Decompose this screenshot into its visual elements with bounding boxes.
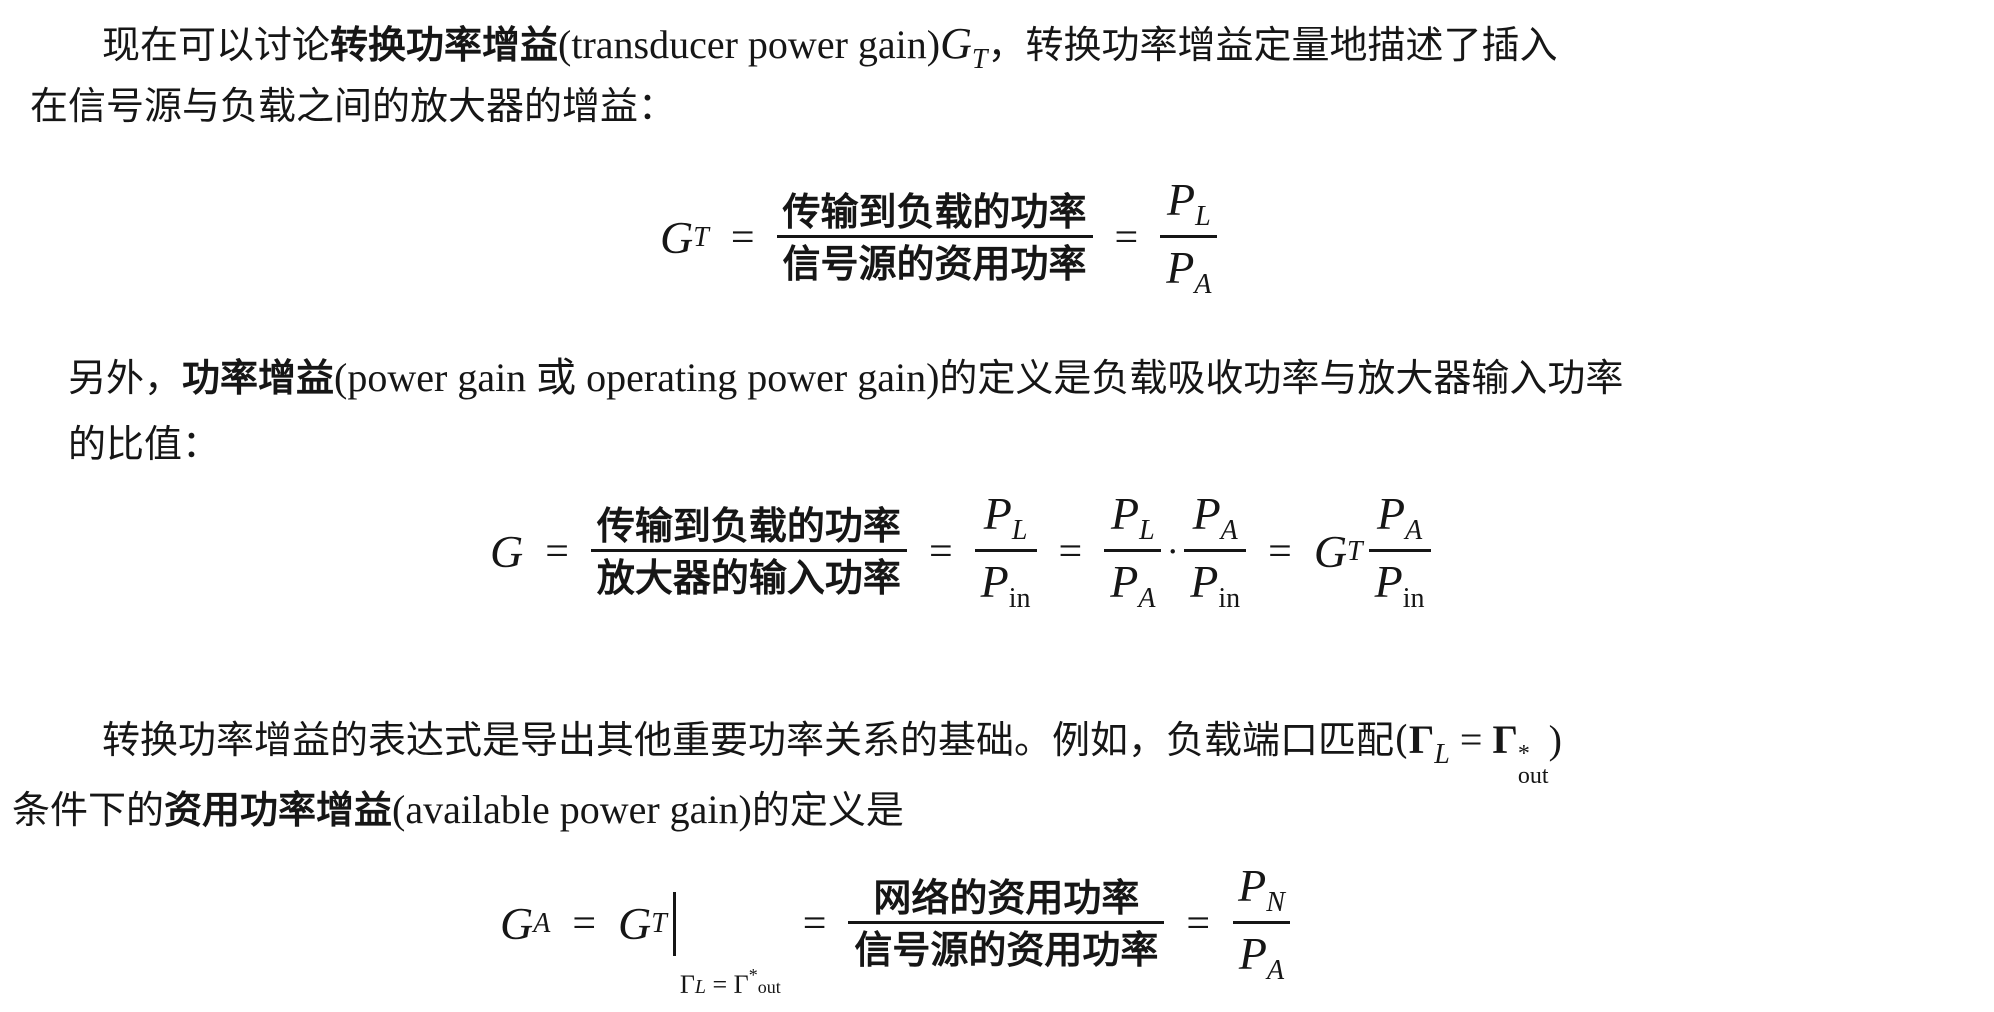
eq2-f2-den: P: [1110, 556, 1139, 608]
eq2-f1-den-sub: in: [1008, 583, 1031, 615]
eq2-fraction-pa-pin: PA Pin: [1184, 488, 1247, 615]
eq2-f3-num: P: [1192, 488, 1221, 539]
paragraph-2-line-2: 的比值：: [68, 420, 220, 468]
eq2-f3-den-sub: in: [1218, 583, 1241, 615]
eq2-f1-den: P: [980, 556, 1009, 608]
eq3-eval-eq: = Γ: [706, 969, 749, 999]
eq2-f4-num: P: [1376, 488, 1406, 539]
p3-gamma-out: Γ: [1492, 717, 1518, 762]
p2-english: (power gain 或 operating power gain): [334, 355, 940, 400]
p3-eq: =: [1449, 717, 1493, 762]
eq2-equals-3: =: [1058, 528, 1083, 575]
eq1-fraction-symbol: PL PA: [1160, 174, 1218, 301]
eq1-numerator: 传输到负载的功率: [782, 188, 1087, 234]
eq3-equals-1: =: [572, 900, 597, 947]
eq2-multiply-dot: ·: [1167, 531, 1179, 572]
eq3-numerator: 网络的资用功率: [873, 874, 1140, 920]
eq3-evaluation-condition: ΓL = Γ*out: [680, 965, 781, 1000]
p2-term: 功率增益: [182, 355, 335, 400]
eq3-equals-3: =: [1186, 900, 1211, 947]
eq3-equals-2: =: [802, 900, 827, 947]
eq3-eval-sub: out: [757, 976, 781, 997]
p3-post: 的定义是: [751, 788, 904, 832]
p2-pre: 另外，: [68, 356, 183, 400]
eq2-gt-sub: T: [1347, 535, 1363, 567]
eq2-f3-num-sub: A: [1220, 515, 1238, 546]
eq3-lhs-sub: A: [533, 907, 551, 939]
p3-term: 资用功率增益: [164, 787, 393, 832]
paragraph-2-line-1: 另外，功率增益(power gain 或 operating power gai…: [68, 354, 1623, 402]
p2-line2: 的比值：: [68, 422, 221, 466]
eq2-lhs: G: [490, 526, 524, 578]
eq3-lhs: G: [500, 898, 534, 950]
eq1-equals-1: =: [730, 214, 755, 261]
p3-line2-pre: 条件下的: [12, 788, 165, 832]
eq2-f4-num-sub: A: [1405, 515, 1423, 546]
eq2-f3-den: P: [1190, 556, 1219, 608]
eq2-f2-num: P: [1110, 488, 1140, 539]
paragraph-1-line-1: 现在可以讨论转换功率增益(transducer power gain)GT，转换…: [102, 20, 1557, 84]
eq2-fraction-pa-pin-2: PA Pin: [1368, 488, 1431, 615]
eq3-eval-sub-l: L: [694, 975, 706, 998]
eq2-equals-1: =: [545, 528, 569, 575]
eq1-pa: P: [1166, 242, 1195, 294]
eq2-denominator: 放大器的输入功率: [590, 549, 907, 598]
eq2-numerator: 传输到负载的功率: [596, 502, 901, 548]
eq2-equals-4: =: [1268, 528, 1292, 575]
p2-post: 的定义是负载吸收功率与放大器输入功率: [939, 356, 1624, 400]
p3-english: (available power gain): [392, 787, 752, 832]
paragraph-3-line-2: 条件下的资用功率增益(available power gain)的定义是: [12, 786, 904, 834]
p1-line2: 在信号源与负载之间的放大器的增益：: [30, 84, 677, 128]
p3-close: ): [1548, 717, 1562, 762]
eq3-pa: P: [1238, 928, 1267, 980]
eq1-denominator: 信号源的资用功率: [776, 235, 1093, 284]
eq2-fraction-text: 传输到负载的功率 放大器的输入功率: [590, 502, 907, 599]
eq3-eval-sup: *: [748, 964, 758, 985]
eq2-f4-den: P: [1374, 556, 1403, 608]
p1-post: ，转换功率增益定量地描述了插入: [987, 23, 1558, 67]
p3-gamma-l: Γ: [1408, 717, 1435, 762]
eq2-f1-num: P: [983, 488, 1012, 539]
p1-term: 转换功率增益: [330, 22, 559, 67]
p3-gamma-l-sub: L: [1434, 739, 1450, 770]
p1-pre: 现在可以讨论: [102, 23, 331, 67]
paragraph-1-line-2: 在信号源与负载之间的放大器的增益：: [30, 82, 676, 130]
eq2-f1-num-sub: L: [1011, 515, 1028, 546]
eq3-gt-sub: T: [651, 907, 667, 939]
p3-pre: 转换功率增益的表达式是导出其他重要功率关系的基础。例如，负载端口匹配(: [102, 718, 1409, 762]
p3-gamma-out-sub: out: [1517, 762, 1549, 789]
eq1-pl: P: [1166, 174, 1196, 225]
eq3-pn: P: [1238, 860, 1267, 911]
p1-symbol-sub: T: [971, 44, 988, 75]
eq1-lhs-sub: T: [693, 221, 709, 253]
paragraph-3-line-1: 转换功率增益的表达式是导出其他重要功率关系的基础。例如，负载端口匹配(ΓL = …: [102, 716, 1562, 787]
eq3-pn-sub: N: [1266, 887, 1285, 918]
p1-english: (transducer power gain): [558, 22, 941, 67]
eq3-denominator: 信号源的资用功率: [848, 921, 1165, 970]
eq1-fraction-text: 传输到负载的功率 信号源的资用功率: [776, 188, 1093, 285]
p3-gamma-out-sup: *: [1517, 741, 1530, 767]
eq3-fraction-text: 网络的资用功率 信号源的资用功率: [848, 874, 1165, 971]
eq1-pl-sub: L: [1195, 201, 1211, 232]
eq2-f4-den-sub: in: [1402, 583, 1425, 615]
equation-power-gain: G = 传输到负载的功率 放大器的输入功率 = PL Pin = PL PA ·…: [490, 488, 1431, 615]
eq3-pa-sub: A: [1267, 955, 1285, 987]
eq2-f2-num-sub: L: [1139, 515, 1155, 546]
eq1-lhs: G: [660, 212, 694, 264]
eq3-eval-gamma: Γ: [679, 969, 695, 999]
eq2-fraction-pl-pa: PL PA: [1104, 488, 1162, 615]
eq2-equals-2: =: [928, 528, 953, 575]
eq2-fraction-pl-pin: PL Pin: [974, 488, 1037, 615]
eq3-gt: G: [618, 898, 652, 950]
eq1-pa-sub: A: [1194, 269, 1212, 301]
p1-symbol: G: [940, 19, 972, 68]
eq1-equals-2: =: [1114, 214, 1139, 261]
eq2-gt: G: [1313, 526, 1348, 578]
eq2-f2-den-sub: A: [1138, 583, 1156, 615]
eq3-evaluation-bar: [672, 891, 676, 956]
eq3-fraction-symbol: PN PA: [1232, 860, 1291, 987]
